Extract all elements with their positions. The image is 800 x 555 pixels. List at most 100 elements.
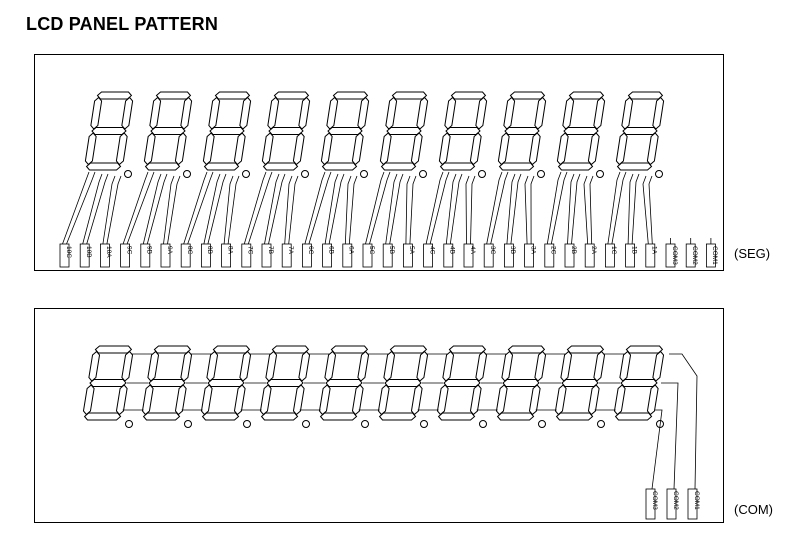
seg-pin-label: 8A — [226, 246, 233, 255]
seg-pin-label: 3A — [529, 246, 536, 255]
com-digit — [200, 345, 252, 421]
seg-pin-label: 3B — [509, 246, 516, 254]
digit-segment — [200, 384, 213, 416]
seg-pin-label: 4C — [428, 246, 435, 255]
seg-trace — [288, 175, 299, 245]
seg-pin-label: 8B — [206, 246, 213, 254]
digit-segment — [141, 384, 154, 416]
seg-trace — [268, 173, 286, 245]
digit-segment — [259, 384, 272, 416]
seg-trace — [207, 173, 227, 245]
digit-segment — [327, 127, 363, 135]
digit-segment — [292, 384, 305, 416]
seg-pin-box — [645, 243, 656, 268]
seg-trace — [142, 173, 162, 245]
digit-segment — [587, 384, 600, 416]
digit-segment — [445, 127, 481, 135]
digit-segment — [566, 345, 605, 354]
seg-trace — [490, 171, 509, 245]
digit-segment — [534, 96, 547, 130]
seg-pin-box — [443, 243, 454, 268]
seg-pin-box — [281, 243, 292, 268]
seg-trace — [389, 173, 404, 245]
digit-segment — [587, 132, 600, 166]
seg-pin-label: 8C — [186, 246, 193, 255]
digit-segment — [203, 162, 240, 171]
seg-trace — [187, 171, 214, 245]
decimal-point — [361, 420, 369, 428]
digit-segment — [444, 96, 457, 130]
seg-trace — [324, 173, 339, 245]
digit-segment — [202, 132, 215, 166]
digit-segment — [321, 162, 358, 171]
digit-segment — [121, 96, 134, 130]
digit-segment — [94, 345, 133, 354]
seg-trace — [304, 171, 326, 245]
seg-pin-box — [180, 243, 191, 268]
digit-segment — [268, 127, 304, 135]
seg-trace — [642, 175, 649, 245]
digit-segment — [504, 127, 540, 135]
com-digit — [613, 345, 665, 421]
seg-pin-label: 5C — [368, 246, 375, 255]
decimal-point — [242, 170, 250, 178]
seg-pin-label: 1C — [610, 246, 617, 255]
digit-segment — [416, 96, 429, 130]
seg-pin-box — [322, 243, 333, 268]
digit-segment — [593, 350, 606, 382]
digit-segment — [89, 379, 127, 387]
seg-trace — [369, 171, 391, 245]
com-side-label: (COM) — [734, 502, 773, 517]
seg-trace — [86, 173, 109, 245]
com-pin-label: COM3 — [651, 491, 658, 510]
digit-segment — [121, 350, 134, 382]
seg-pin-box — [503, 243, 514, 268]
digit-segment — [384, 379, 422, 387]
digit-segment — [616, 162, 653, 171]
seg-pin-label: 6A — [348, 246, 355, 255]
seg-pin-label: 7C — [247, 246, 254, 255]
seg-digit — [497, 91, 547, 171]
decimal-point — [243, 420, 251, 428]
digit-segment — [554, 384, 567, 416]
digit-segment — [266, 379, 304, 387]
decimal-point — [301, 170, 309, 178]
seg-digit — [556, 91, 606, 171]
seg-trace — [82, 173, 103, 245]
decimal-point — [596, 170, 604, 178]
decimal-point — [479, 420, 487, 428]
seg-trace — [567, 173, 575, 245]
digit-segment — [212, 345, 251, 354]
digit-segment — [378, 412, 417, 421]
com-pin-label: COM1 — [693, 491, 700, 510]
digit-segment — [534, 350, 547, 382]
digit-segment — [273, 91, 310, 100]
digit-segment — [498, 162, 535, 171]
digit-segment — [652, 350, 665, 382]
seg-pin-label: COM1 — [711, 246, 718, 265]
digit-segment — [391, 91, 428, 100]
seg-pin-label: 2C — [550, 246, 557, 255]
decimal-point — [360, 170, 368, 178]
digit-segment — [439, 162, 476, 171]
digit-segment — [448, 345, 487, 354]
seg-pin-label: 7B — [267, 246, 274, 254]
seg-pin-box — [342, 243, 353, 268]
digit-segment — [88, 350, 101, 382]
digit-segment — [209, 127, 245, 135]
seg-digit — [379, 91, 429, 171]
seg-trace — [102, 175, 116, 245]
seg-pin-label: 7A — [287, 246, 294, 255]
digit-segment — [568, 91, 605, 100]
digit-segment — [379, 132, 392, 166]
digit-segment — [385, 96, 398, 130]
digit-segment — [620, 379, 658, 387]
digit-segment — [443, 379, 481, 387]
digit-segment — [615, 132, 628, 166]
digit-segment — [438, 132, 451, 166]
digit-segment — [497, 132, 510, 166]
seg-pin-box — [362, 243, 373, 268]
digit-segment — [442, 350, 455, 382]
seg-pin-label: 1B — [630, 246, 637, 254]
digit-segment — [320, 132, 333, 166]
